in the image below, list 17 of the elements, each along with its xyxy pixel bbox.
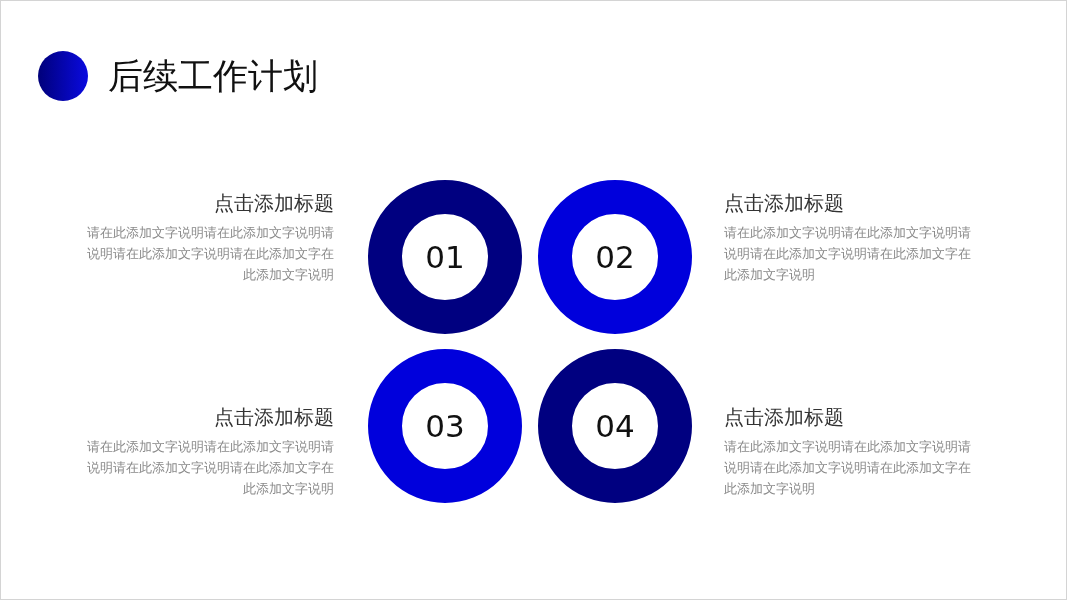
heading: 点击添加标题 [213, 405, 334, 431]
description: 请在此添加文字说明请在此添加文字说明请说明请在此添加文字说明请在此添加文字在此添加文字说明 [724, 224, 972, 284]
heading: 点击添加标题 [213, 191, 334, 217]
ring [368, 349, 522, 503]
description: 请在此添加文字说明请在此添加文字说明请说明请在此添加文字说明请在此添加文字在此添加文字说明 [724, 438, 972, 498]
title: 后续工作计划 [108, 55, 318, 98]
ring [538, 349, 692, 503]
ring [368, 180, 522, 334]
step-number: 01 [425, 239, 465, 275]
ring [538, 180, 692, 334]
heading: 点击添加标题 [724, 405, 845, 431]
step-number: 03 [425, 408, 465, 444]
heading: 点击添加标题 [724, 191, 845, 217]
description: 请在此添加文字说明请在此添加文字说明请说明请在此添加文字说明请在此添加文字在此添加文字说明 [86, 224, 334, 284]
description: 请在此添加文字说明请在此添加文字说明请说明请在此添加文字说明请在此添加文字在此添加文字说明 [86, 438, 334, 498]
step-number: 04 [595, 408, 635, 444]
step-number: 02 [595, 239, 635, 275]
